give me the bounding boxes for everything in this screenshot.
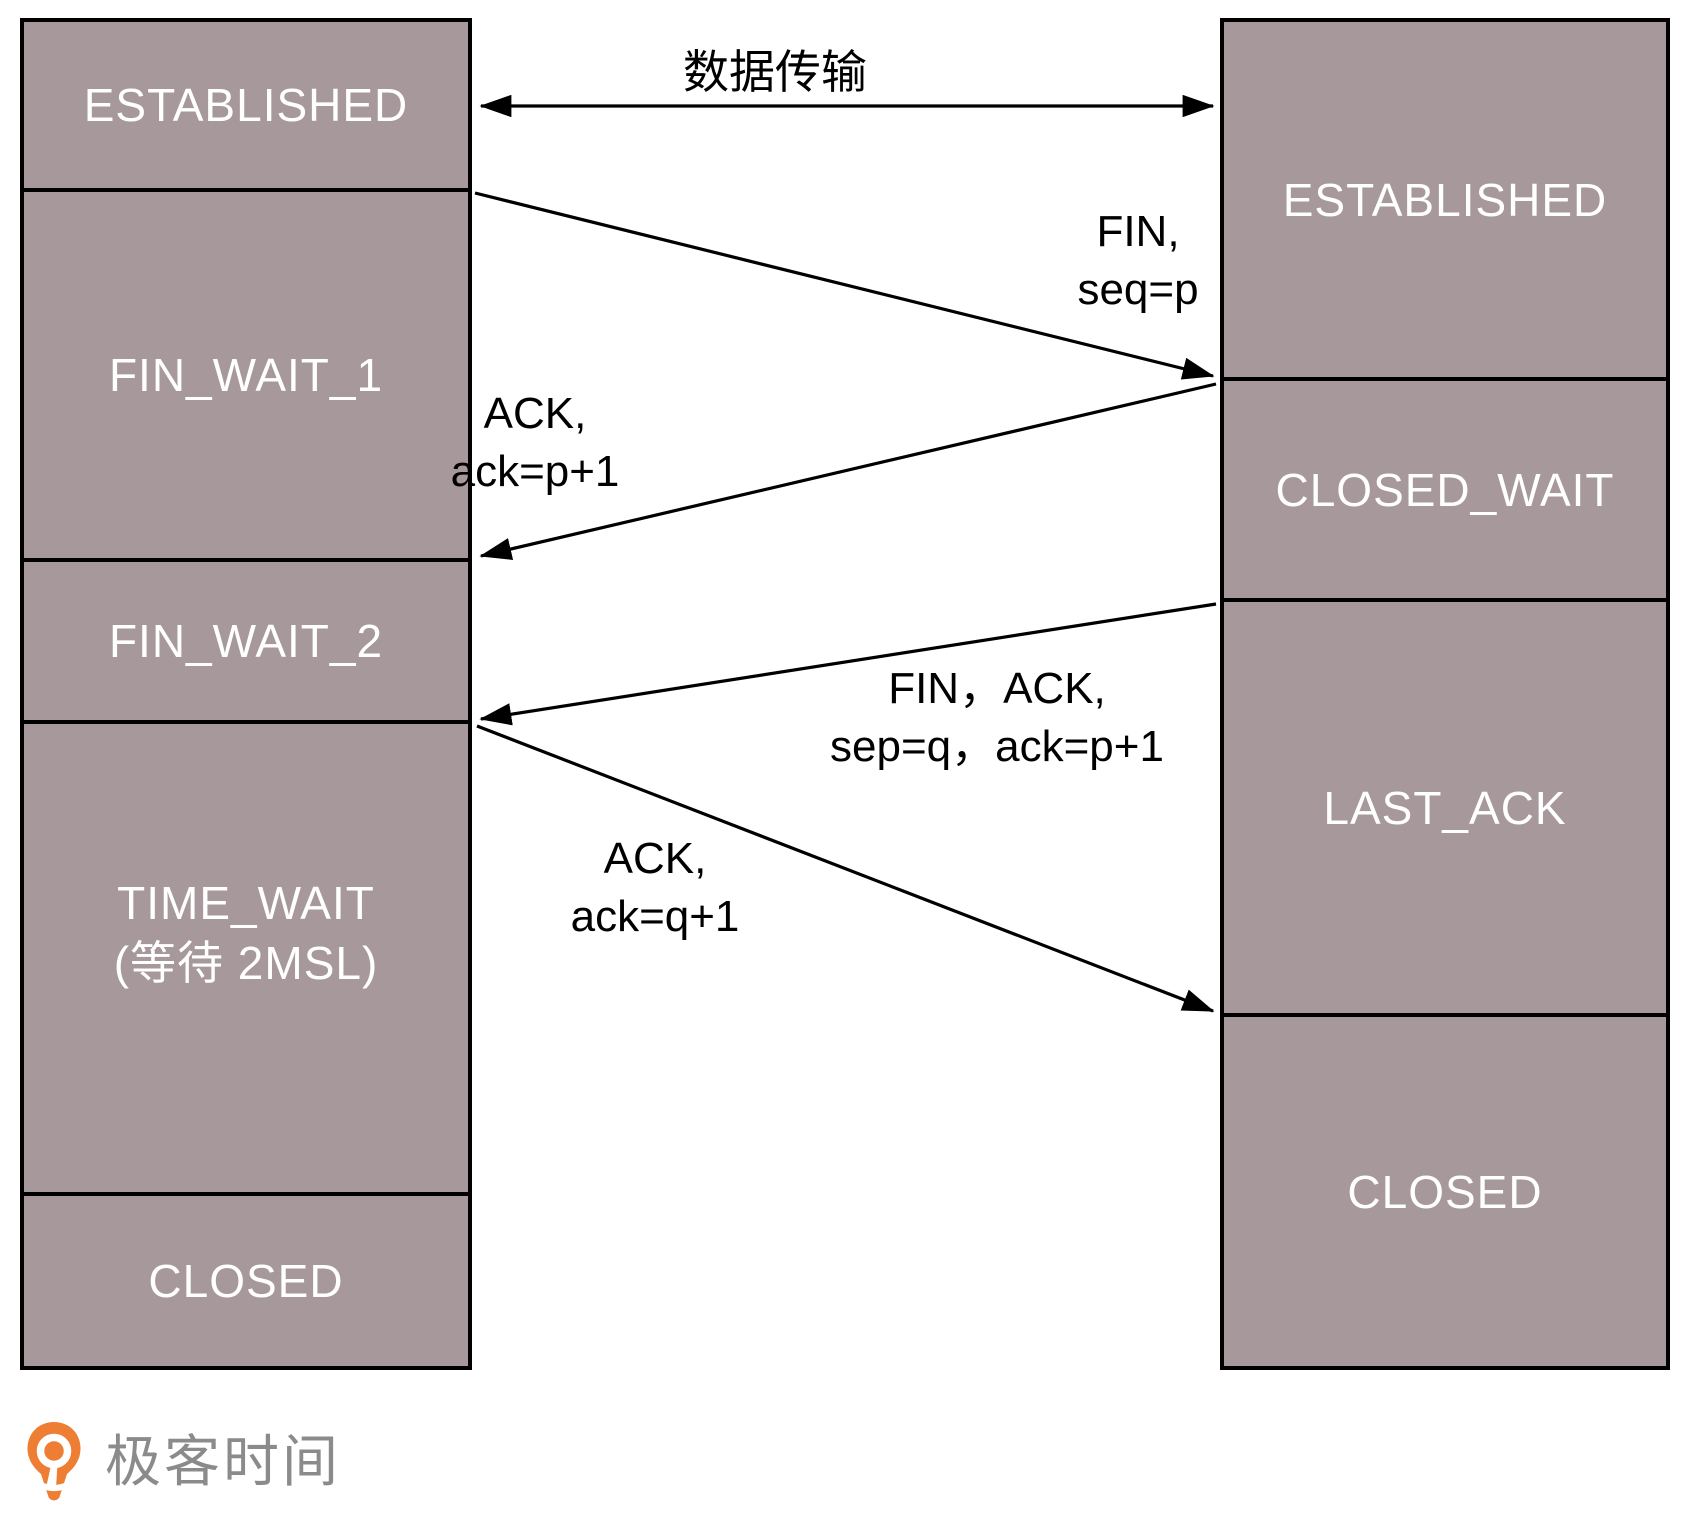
- state-label: FIN_WAIT_1: [108, 349, 384, 401]
- geektime-logo: 极客时间: [25, 1420, 341, 1504]
- fin-message-label: FIN, seq=p: [988, 203, 1288, 319]
- ack-p-line1: ACK,: [483, 389, 587, 438]
- state-label: LAST_ACK: [1323, 781, 1567, 834]
- state-box-closed-wait: CLOSED_WAIT: [1224, 381, 1666, 602]
- geektime-logo-icon: [27, 1422, 81, 1501]
- state-label: CLOSED_WAIT: [1275, 463, 1615, 516]
- fin-ack-line2: sep=q，ack=p+1: [830, 722, 1164, 771]
- state-box-established-right: ESTABLISHED: [1224, 22, 1666, 381]
- ack-p-line2: ack=p+1: [450, 447, 620, 496]
- state-label: CLOSED: [1347, 1165, 1543, 1218]
- fin-ack-message-label: FIN，ACK, sep=q，ack=p+1: [797, 660, 1197, 776]
- state-label-line2: (等待 2MSL): [113, 937, 379, 989]
- fin-line1: FIN,: [1096, 207, 1180, 256]
- state-box-closed-right: CLOSED: [1224, 1017, 1666, 1366]
- state-box-closed-left: CLOSED: [24, 1196, 468, 1366]
- geektime-logo-text: 极客时间: [105, 1430, 341, 1493]
- state-label: FIN_WAIT_2: [108, 615, 384, 667]
- ack-p-message-label: ACK, ack=p+1: [385, 385, 685, 501]
- server-state-column: ESTABLISHED CLOSED_WAIT LAST_ACK CLOSED: [1220, 18, 1670, 1370]
- state-label-line1: TIME_WAIT: [117, 877, 375, 929]
- state-box-time-wait: TIME_WAIT (等待 2MSL): [24, 724, 468, 1196]
- data-transfer-label: 数据传输: [683, 46, 867, 98]
- state-box-fin-wait-1: FIN_WAIT_1: [24, 192, 468, 562]
- state-label: CLOSED: [148, 1255, 344, 1307]
- state-label: ESTABLISHED: [83, 79, 409, 131]
- fin-line2: seq=p: [1077, 265, 1199, 314]
- client-state-column: ESTABLISHED FIN_WAIT_1 FIN_WAIT_2 TIME_W…: [20, 18, 472, 1370]
- state-box-established-left: ESTABLISHED: [24, 22, 468, 192]
- ack-q-line2: ack=q+1: [570, 892, 740, 941]
- logo-stem: [46, 1463, 58, 1488]
- state-box-fin-wait-2: FIN_WAIT_2: [24, 562, 468, 724]
- ack-q-message-label: ACK, ack=q+1: [505, 830, 805, 946]
- state-box-last-ack: LAST_ACK: [1224, 602, 1666, 1017]
- state-label: ESTABLISHED: [1282, 173, 1608, 226]
- ack-q-line1: ACK,: [603, 834, 707, 883]
- fin-ack-line1: FIN，ACK,: [888, 664, 1106, 713]
- logo-notch: [29, 1476, 79, 1491]
